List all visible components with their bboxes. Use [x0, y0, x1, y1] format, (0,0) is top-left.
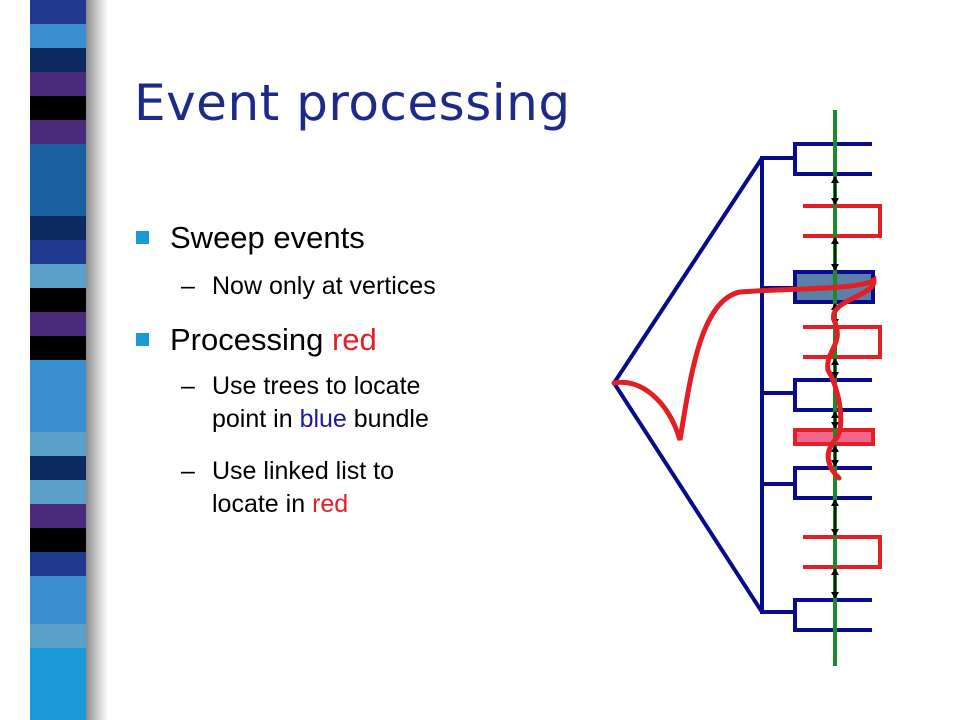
arrow-head-icon [831, 176, 839, 183]
arrow-head-icon [831, 264, 839, 271]
square-bullet-icon [136, 333, 149, 346]
text-red: red [312, 490, 349, 518]
bullet-sweep-events: Sweep events [134, 220, 365, 256]
red-segment-box [803, 535, 882, 569]
arrow-head-icon [831, 372, 839, 379]
red-segment-box [803, 325, 882, 359]
bullet-text: Processing [170, 322, 332, 357]
sub-bullet-line1: Use linked list to [212, 457, 395, 485]
sub-bullet-line2: locate in red [181, 488, 394, 521]
arrow-head-icon [831, 198, 839, 205]
text-part: point in [212, 405, 300, 433]
sub-bullet-text: Now only at vertices [212, 272, 436, 300]
text-part: locate in [212, 490, 313, 518]
red-segment-box [803, 204, 882, 238]
sub-bullet-trees: – Use trees to locate point in blue bund… [181, 370, 429, 436]
arrow-head-icon [831, 568, 839, 575]
stripe-shadow [86, 0, 108, 720]
bullet-processing-red: Processing red [134, 322, 377, 358]
sub-bullet-linked-list: – Use linked list to locate in red [181, 455, 394, 521]
arrow-head-icon [831, 422, 839, 429]
arrow-head-icon [831, 499, 839, 506]
sub-bullet-line2: point in blue bundle [181, 403, 429, 436]
arrow-head-icon [831, 411, 839, 418]
sub-bullet-vertices: – Now only at vertices [181, 270, 436, 303]
arrow-head-icon [831, 529, 839, 536]
bullet-text-red: red [331, 322, 377, 357]
text-blue: blue [299, 405, 347, 433]
arrow-head-icon [831, 592, 839, 599]
decorative-stripe [30, 0, 86, 720]
text-part: bundle [346, 405, 429, 433]
arrow-head-icon [831, 358, 839, 365]
red-curve [611, 275, 877, 481]
slide-title: Event processing [134, 74, 571, 132]
dash-marker: – [181, 272, 195, 300]
arrow-head-icon [831, 445, 839, 452]
dash-marker: – [181, 457, 195, 485]
bullet-text: Sweep events [170, 220, 365, 255]
sub-bullet-line1: Use trees to locate [212, 372, 421, 400]
arrow-head-icon [831, 237, 839, 244]
double-arrows [831, 176, 839, 599]
dash-marker: – [181, 372, 195, 400]
arrow-head-icon [831, 460, 839, 467]
square-bullet-icon [136, 231, 149, 244]
